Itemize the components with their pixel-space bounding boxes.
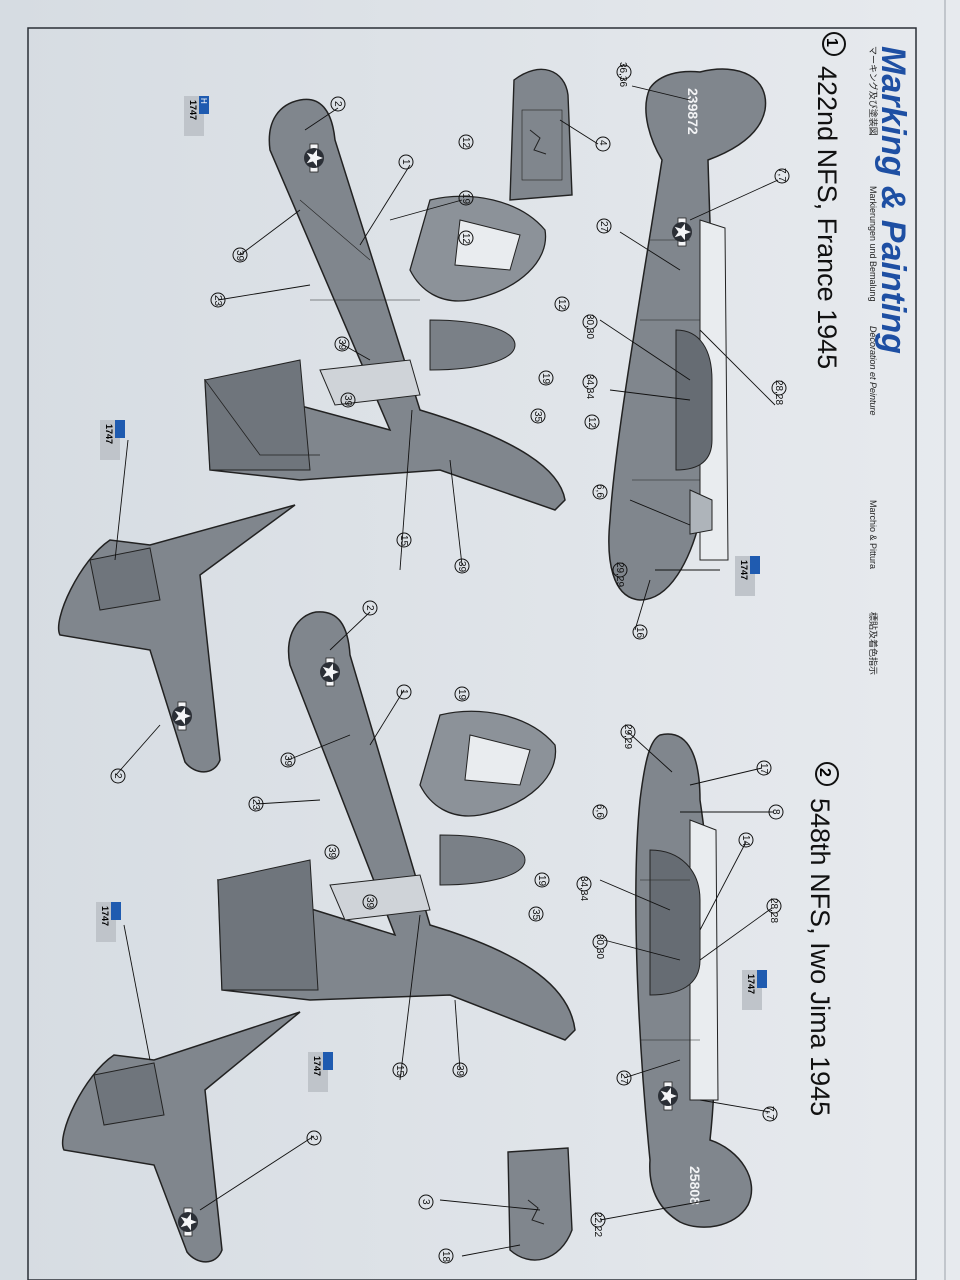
svg-text:14: 14 [740,835,751,847]
svg-text:29,29: 29,29 [622,724,633,749]
aircraft1-tail-view [57,504,296,773]
svg-text:27: 27 [598,221,609,233]
svg-text:2: 2 [308,1135,319,1141]
svg-text:19: 19 [456,689,467,701]
svg-text:1747: 1747 [104,424,114,444]
title-de: Markierungen und Bemalung [868,186,878,302]
svg-text:1: 1 [400,159,411,165]
svg-text:2: 2 [816,768,833,777]
svg-text:39: 39 [282,755,293,767]
svg-text:1: 1 [398,689,409,695]
svg-text:39: 39 [454,1065,465,1077]
svg-text:39: 39 [234,250,245,262]
svg-text:35: 35 [530,909,541,921]
svg-text:29,29: 29,29 [614,562,625,587]
rudder-detail-2 [507,1147,573,1261]
leader-lines [114,85,779,1257]
paint-codes: 1747 H 1747 1747 1747 1747 1747 [96,96,767,1092]
svg-text:6,6: 6,6 [594,484,605,498]
callouts-scheme1: 36,36 4 7,7 27 28,28 30,30 34,34 12 6,6 … [110,62,790,784]
svg-text:12: 12 [586,417,597,429]
svg-text:17: 17 [758,763,769,775]
svg-text:12: 12 [460,233,471,245]
svg-text:1747: 1747 [739,560,749,580]
svg-text:18: 18 [440,1251,451,1263]
svg-text:8: 8 [770,809,781,815]
aircraft2-top-view [217,611,576,1041]
svg-text:7,7: 7,7 [776,168,787,182]
svg-text:22,22: 22,22 [592,1212,603,1237]
page-title: Marking & Painting [874,46,912,354]
aircraft2-serial: 25808 [687,1166,703,1205]
svg-text:15: 15 [394,1065,405,1077]
svg-text:6,6: 6,6 [594,804,605,818]
svg-text:19: 19 [536,875,547,887]
svg-text:36,36: 36,36 [617,62,628,87]
svg-text:30,30: 30,30 [584,314,595,339]
svg-text:27: 27 [618,1073,629,1085]
svg-text:1747: 1747 [746,974,756,994]
header: Marking & Painting マーキング及び塗装図 Markierung… [868,46,912,675]
svg-text:1: 1 [823,38,840,47]
svg-text:39: 39 [364,897,375,909]
title-fr: Décoration et Peinture [868,326,878,416]
svg-text:12: 12 [556,299,567,311]
aircraft1-side-view: 239872 [608,68,767,601]
callouts-scheme2: 29,29 17 6,6 8 14 28,28 34,34 30,30 27 7… [248,600,784,1264]
scheme1-title: 1 422nd NFS, France 1945 [812,32,846,369]
svg-text:7,7: 7,7 [764,1106,775,1120]
svg-text:35: 35 [532,411,543,423]
aircraft1-top-view [204,98,566,511]
svg-text:19: 19 [460,193,471,205]
svg-text:28,28: 28,28 [773,380,784,405]
svg-text:39: 39 [342,395,353,407]
svg-text:39: 39 [326,847,337,859]
title-jp: マーキング及び塗装図 [868,46,879,136]
svg-text:23: 23 [250,799,261,811]
scheme2-name: 548th NFS, Iwo Jima 1945 [805,798,835,1116]
svg-text:2: 2 [112,773,123,779]
svg-text:39: 39 [456,561,467,573]
svg-text:15: 15 [398,535,409,547]
svg-text:3: 3 [420,1199,431,1205]
page-frame [27,27,917,1280]
rudder-detail-1 [509,68,573,201]
scheme2-title: 2 548th NFS, Iwo Jima 1945 [805,762,839,1116]
svg-text:19: 19 [540,373,551,385]
svg-text:39: 39 [336,339,347,351]
svg-text:34,34: 34,34 [584,374,595,399]
scheme1-name: 422nd NFS, France 1945 [812,66,842,369]
svg-text:1747: 1747 [188,100,198,120]
aircraft2-side-view: 25808 [635,733,753,1228]
svg-text:1747: 1747 [312,1056,322,1076]
svg-text:23: 23 [212,295,223,307]
title-cn: 標貼及着色指示 [868,612,879,675]
aircraft1-serial: 239872 [685,88,701,135]
svg-text:2: 2 [332,101,343,107]
svg-text:12: 12 [460,137,471,149]
svg-text:16: 16 [634,627,645,639]
svg-text:34,34: 34,34 [578,876,589,901]
svg-text:30,30: 30,30 [594,934,605,959]
svg-text:28,28: 28,28 [768,898,779,923]
svg-text:1747: 1747 [100,906,110,926]
aircraft2-tail-view [61,1011,301,1263]
svg-text:4: 4 [597,140,608,146]
svg-text:H: H [199,98,208,104]
title-it: Marchio & Pittura [868,500,878,569]
svg-text:2: 2 [364,605,375,611]
